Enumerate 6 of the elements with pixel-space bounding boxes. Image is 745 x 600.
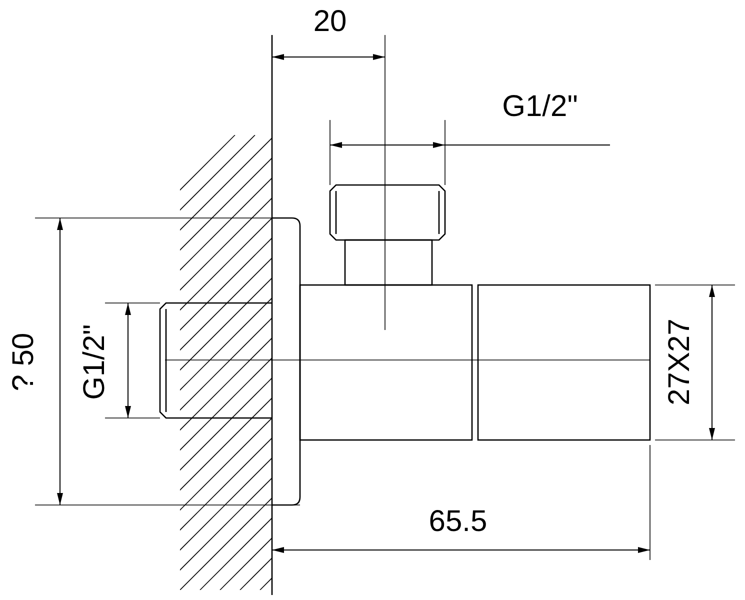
thread-label: G1/2" xyxy=(502,92,578,122)
dimension-label: 65.5 xyxy=(428,507,488,537)
thread-label: G1/2" xyxy=(80,324,110,400)
dimension-label: 20 xyxy=(313,7,347,37)
dimension-label: ? 50 xyxy=(9,332,39,392)
dimension-label: 27X27 xyxy=(665,318,695,406)
